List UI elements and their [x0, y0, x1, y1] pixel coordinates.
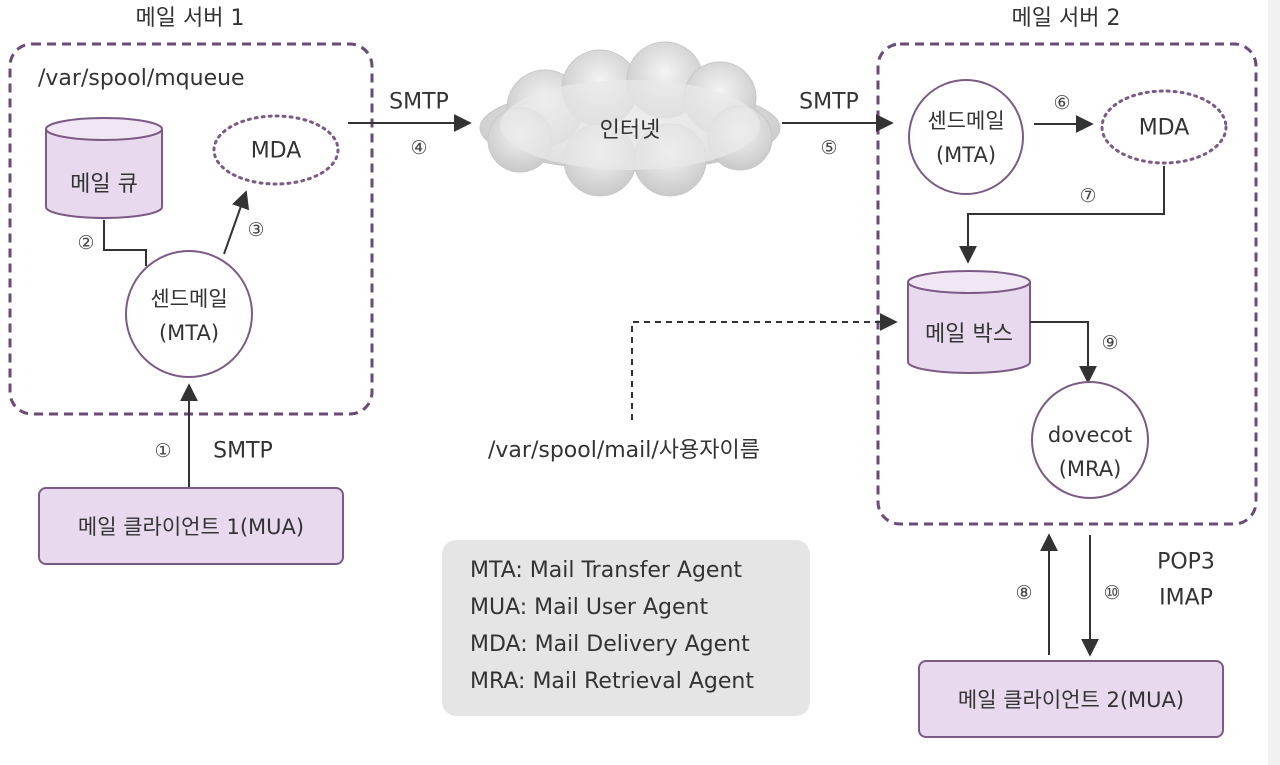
mailbox-label: 메일 박스	[925, 322, 1013, 347]
mta2-label: 센드메일 (MTA)	[927, 104, 1004, 172]
legend-mua: MUA: Mail User Agent	[470, 595, 709, 620]
server1-boundary	[8, 42, 374, 416]
legend-box: MTA: Mail Transfer Agent MUA: Mail User …	[442, 540, 810, 716]
mda2-label: MDA	[1138, 115, 1190, 141]
step-5: ⑤	[820, 137, 838, 159]
pop3-label: POP3	[1157, 549, 1215, 575]
mail-client-2-label: 메일 클라이언트 2(MUA)	[957, 688, 1185, 712]
mta1-label-line2: (MTA)	[158, 321, 220, 345]
step-4: ④	[410, 137, 428, 159]
mta1-label: 센드메일 (MTA)	[150, 282, 227, 350]
server2-boundary	[876, 42, 1258, 526]
mail-client-1-label: 메일 클라이언트 1(MUA)	[77, 515, 305, 539]
internet-label: 인터넷	[599, 118, 661, 143]
smtp-client-label: SMTP	[213, 438, 273, 464]
legend-mra: MRA: Mail Retrieval Agent	[470, 669, 755, 694]
server2-title: 메일 서버 2	[1011, 6, 1121, 31]
mqueue-path: /var/spool/mqueue	[38, 66, 245, 91]
step-9: ⑨	[1101, 332, 1119, 354]
queue-mta-connector	[103, 220, 147, 266]
step-10: ⑩	[1103, 582, 1121, 604]
legend-mda: MDA: Mail Delivery Agent	[470, 632, 750, 657]
step-6: ⑥	[1053, 92, 1071, 114]
legend-mta: MTA: Mail Transfer Agent	[470, 558, 743, 583]
server1-title: 메일 서버 1	[135, 6, 245, 31]
mda1-node	[212, 114, 340, 186]
step-3: ③	[247, 219, 265, 241]
mta1-to-mda1-arrow	[223, 190, 250, 255]
page-edge	[1268, 0, 1280, 765]
mda2-to-mailbox-arrow	[959, 166, 1165, 264]
mailbox-cylinder	[907, 270, 1031, 374]
mda1-label: MDA	[250, 138, 302, 164]
mta2-label-line1: 센드메일	[927, 109, 1005, 133]
imap-label: IMAP	[1159, 585, 1213, 611]
mailbox-to-mra-arrow	[1030, 321, 1097, 384]
step-1: ①	[154, 440, 172, 462]
mta1-label-line1: 센드메일	[150, 287, 228, 311]
mra-node	[1031, 381, 1149, 499]
mail-client-1[interactable]: 메일 클라이언트 1(MUA)	[38, 487, 344, 565]
step-8: ⑧	[1015, 582, 1033, 604]
mailbox-path: /var/spool/mail/사용자이름	[488, 438, 760, 463]
mta2-node	[908, 79, 1024, 195]
step-7: ⑦	[1079, 185, 1097, 207]
smtp-in-label: SMTP	[799, 89, 859, 115]
smtp-out-label: SMTP	[389, 89, 449, 115]
mra-label: dovecot (MRA)	[1048, 418, 1132, 486]
mail-client-2[interactable]: 메일 클라이언트 2(MUA)	[918, 660, 1224, 738]
mail-queue-cylinder	[45, 117, 163, 219]
step-2: ②	[77, 232, 95, 254]
mta2-label-line2: (MTA)	[935, 143, 997, 167]
mailbox-path-pointer	[631, 313, 898, 420]
mda2-node	[1100, 89, 1228, 165]
mta1-node	[125, 250, 253, 378]
mra-label-line2: (MRA)	[1058, 457, 1122, 481]
mail-queue-label: 메일 큐	[70, 172, 138, 197]
mra-label-line1: dovecot	[1047, 423, 1133, 447]
